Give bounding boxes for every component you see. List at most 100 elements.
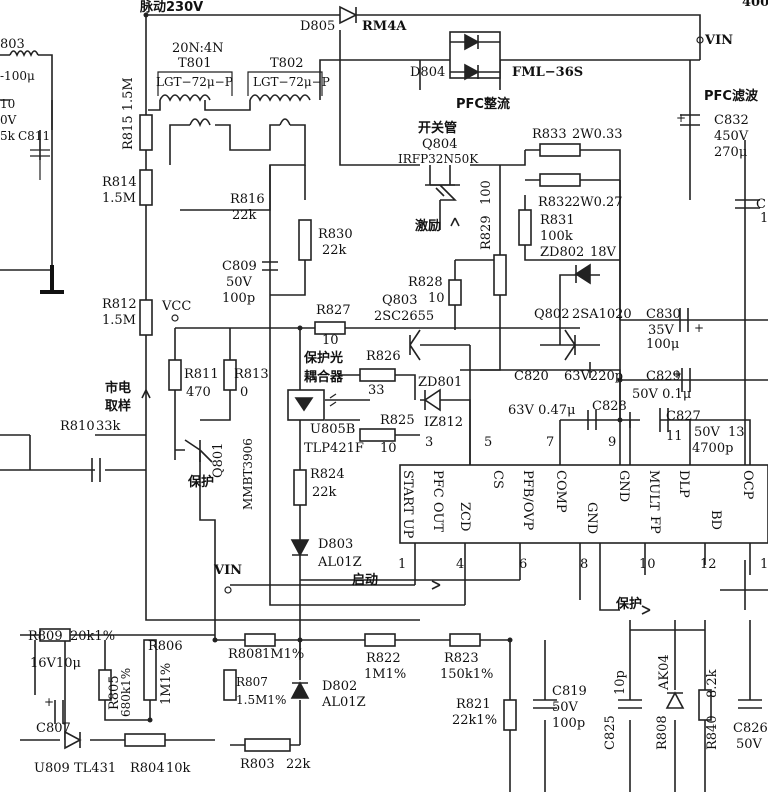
resistor-r826 xyxy=(359,368,396,382)
label-r804: R804 xyxy=(130,761,165,776)
label-q803: Q803 xyxy=(382,293,417,308)
label-t802-core: LGT−72μ−P xyxy=(253,75,330,89)
label-p1: 1 xyxy=(398,557,406,572)
label-c809-c: 100p xyxy=(222,291,255,306)
label-r823: R823 xyxy=(444,651,479,666)
label-5k: 5k xyxy=(0,129,16,143)
pin-mult: MULT xyxy=(646,470,661,511)
label-fml: FML−36S xyxy=(512,65,583,80)
label-r807: R807 xyxy=(236,675,268,689)
label-t801: T801 xyxy=(178,56,211,71)
pin-zcd: ZCD xyxy=(457,502,472,531)
arrow-mains xyxy=(141,389,151,399)
label-r825: R825 xyxy=(380,413,415,428)
label-r805-v: 680k1% xyxy=(119,668,133,717)
label-mains1: 市电 xyxy=(105,380,131,396)
resistor-r824 xyxy=(293,469,307,506)
capacitor-c830: + xyxy=(679,308,704,335)
resistor-r828 xyxy=(448,279,462,306)
label-zd802: ZD802 xyxy=(540,245,584,260)
label-p8: 8 xyxy=(580,557,588,572)
label-startup-cn: 启动 xyxy=(352,572,378,588)
transistor-q803 xyxy=(409,329,421,361)
resistor-r813 xyxy=(223,359,237,391)
resistor-r809 xyxy=(39,628,71,642)
label-c832-c: 270μ xyxy=(714,145,747,160)
label-r827-v: 10 xyxy=(322,333,339,348)
label-10: 10 xyxy=(0,97,15,111)
label-mains2: 取样 xyxy=(105,398,131,414)
label-q801-part: MMBT3906 xyxy=(241,438,255,510)
resistor-r831 xyxy=(518,209,532,246)
label-p7: 7 xyxy=(546,435,554,450)
label-u809-part: TL431 xyxy=(74,761,116,776)
resistor-r833 xyxy=(539,143,581,157)
label-r821: R821 xyxy=(456,697,491,712)
pin-pfc-out: PFC OUT xyxy=(430,470,445,532)
label-r832: R832 xyxy=(538,195,573,210)
svg-text:+: + xyxy=(44,695,54,709)
label-r806-v: 1M1% xyxy=(159,663,174,705)
label-t802: T802 xyxy=(270,56,303,71)
svg-text:+: + xyxy=(672,367,682,381)
label-r829-v: 100 xyxy=(479,180,494,205)
resistor-r814 xyxy=(139,169,153,206)
label-r812-v: 1.5M xyxy=(102,313,136,328)
mosfet-q804 xyxy=(425,184,460,201)
label-r829: R829 xyxy=(479,215,494,250)
resistor-r840 xyxy=(698,689,712,721)
label-pfc-filter: PFC滤波 xyxy=(704,88,759,104)
capacitor-right xyxy=(735,199,760,209)
label-switch-tube: 开关管 xyxy=(418,120,457,136)
label-r810-v: 33k xyxy=(96,419,121,434)
capacitor-c807: + xyxy=(44,695,64,724)
resistor-r804 xyxy=(124,733,166,747)
label-r805: R805 xyxy=(107,675,122,710)
label-vin-mid: VIN xyxy=(213,563,242,578)
label-c829-v: 50V 0.1μ xyxy=(632,387,691,402)
junctions xyxy=(143,12,704,723)
label-pulse230: 脉动230V xyxy=(139,0,203,15)
label-c827-v: 50V xyxy=(694,425,721,440)
label-r832-v: 2W0.27 xyxy=(572,195,623,210)
zener-u809 xyxy=(64,730,82,750)
label-r811-v: 470 xyxy=(186,385,211,400)
label-d805: D805 xyxy=(300,19,335,34)
label-r803: R803 xyxy=(240,757,275,772)
label-r816: R816 xyxy=(230,192,265,207)
label-p14: 1 xyxy=(760,557,768,572)
label-c820-v: 63V220p xyxy=(564,369,623,384)
arrow-start xyxy=(431,580,441,590)
label-r806: R806 xyxy=(148,639,183,654)
label-t801-core: LGT−72μ−P xyxy=(156,75,233,89)
label-r824-v: 22k xyxy=(312,485,337,500)
label-protect: 保护 xyxy=(187,474,214,490)
label-r813: R813 xyxy=(234,367,269,382)
resistor-r806 xyxy=(143,639,157,701)
resistor-r815 xyxy=(139,114,153,151)
label-r809: R809 xyxy=(28,629,63,644)
label-pfc-rect: PFC整流 xyxy=(456,96,510,112)
label-p4: 4 xyxy=(456,557,464,572)
label-r831: R831 xyxy=(540,213,575,228)
label-vcc: VCC xyxy=(161,299,191,314)
capacitor-c826 xyxy=(738,699,762,709)
label-c809: C809 xyxy=(222,259,257,274)
label-c821-v: 63V 0.47μ xyxy=(508,403,575,418)
svg-text:+: + xyxy=(676,111,686,125)
label-r809-v: 20k1% xyxy=(70,629,115,644)
resistor-r825 xyxy=(359,428,396,442)
label-c825-v: 10p xyxy=(613,670,628,695)
label-r824: R824 xyxy=(310,467,345,482)
label-c825: C825 xyxy=(603,715,618,750)
label-803: 803 xyxy=(0,37,25,52)
label-c819-c: 100p xyxy=(552,716,585,731)
label-100u: -100μ xyxy=(0,69,35,83)
ground-symbol xyxy=(40,265,64,294)
pin-pfb: PFB/OVP xyxy=(520,470,535,531)
capacitor-c819 xyxy=(533,699,557,709)
label-c830-v: 35V xyxy=(648,323,675,338)
capacitor-c825 xyxy=(618,699,642,709)
label-p3: 3 xyxy=(425,435,433,450)
